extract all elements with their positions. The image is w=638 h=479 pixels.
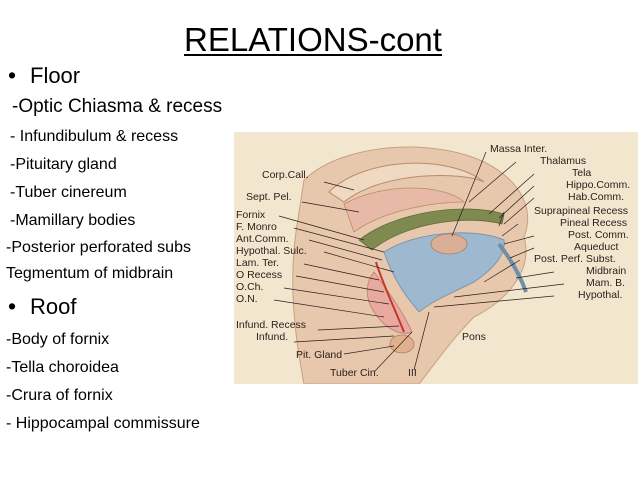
label-mam-b: Mam. B. xyxy=(586,277,625,289)
label-pons: Pons xyxy=(462,331,486,343)
roof-item-tella-choroidea: -Tella choroidea xyxy=(6,359,119,376)
label-iii: III xyxy=(408,367,417,379)
bullet-icon: • xyxy=(8,62,17,88)
label-fornix: Fornix xyxy=(236,209,266,221)
label-suprapineal-recess: Suprapineal Recess xyxy=(534,205,628,217)
label-post-perf-subst: Post. Perf. Subst. xyxy=(534,253,616,265)
label-post-comm: Post. Comm. xyxy=(568,229,629,241)
third-ventricle-shape xyxy=(383,232,505,313)
roof-item-hippocampal-commissure: - Hippocampal commissure xyxy=(6,415,200,432)
label-tela: Tela xyxy=(572,167,591,179)
diagram-svg: Corp.Call. Sept. Pel. Fornix F. Monro An… xyxy=(236,143,630,384)
label-infund: Infund. xyxy=(256,331,288,343)
label-hippo-comm: Hippo.Comm. xyxy=(566,179,630,191)
floor-item-mamillary-bodies: -Mamillary bodies xyxy=(10,212,136,229)
fornix-shape xyxy=(358,208,505,251)
floor-heading-label: Floor xyxy=(30,63,81,88)
label-massa-inter: Massa Inter. xyxy=(490,143,547,155)
corpus-callosum-shape xyxy=(328,162,485,203)
label-pineal-recess: Pineal Recess xyxy=(560,217,627,229)
label-sept-pel: Sept. Pel. xyxy=(246,191,292,203)
leader-lines-right xyxy=(433,151,565,308)
label-o-n: O.N. xyxy=(236,293,258,305)
label-o-recess: O Recess xyxy=(236,269,282,281)
roof-item-crura-of-fornix: -Crura of fornix xyxy=(6,387,113,404)
label-hypothal: Hypothal. xyxy=(578,289,622,301)
label-o-ch: O.Ch. xyxy=(236,281,263,293)
septum-shape xyxy=(343,187,466,233)
label-hab-comm: Hab.Comm. xyxy=(568,191,624,203)
label-midbrain: Midbrain xyxy=(586,265,626,277)
roof-heading: • Roof xyxy=(8,292,76,321)
label-aqueduct: Aqueduct xyxy=(574,241,618,253)
hypothalamus-shape xyxy=(366,271,413,334)
label-pit-gland: Pit. Gland xyxy=(296,349,342,361)
slide-title: RELATIONS-cont xyxy=(184,21,442,58)
label-f-monro: F. Monro xyxy=(236,221,277,233)
floor-item-optic-chiasma: -Optic Chiasma & recess xyxy=(12,96,223,117)
label-tuber-cin: Tuber Cin. xyxy=(330,367,379,379)
label-thalamus: Thalamus xyxy=(540,155,586,167)
floor-heading: • Floor xyxy=(8,61,80,90)
floor-item-tuber-cinereum: -Tuber cinereum xyxy=(10,184,127,201)
label-corp-call: Corp.Call. xyxy=(262,169,309,181)
third-ventricle-diagram: Corp.Call. Sept. Pel. Fornix F. Monro An… xyxy=(234,132,638,384)
label-infund-recess: Infund. Recess xyxy=(236,319,306,331)
leader-lines-left xyxy=(273,181,430,373)
bullet-icon: • xyxy=(8,293,17,319)
label-lam-ter: Lam. Ter. xyxy=(236,257,279,269)
floor-item-tegmentum: Tegmentum of midbrain xyxy=(6,265,174,282)
label-hypothal-sulc: Hypothal. Sulc. xyxy=(236,245,307,257)
aqueduct-shape xyxy=(497,242,528,293)
label-ant-comm: Ant.Comm. xyxy=(236,233,289,245)
roof-item-body-of-fornix: -Body of fornix xyxy=(6,331,110,348)
floor-item-posterior-perforated: -Posterior perforated subs xyxy=(6,239,191,256)
roof-heading-label: Roof xyxy=(30,294,77,319)
massa-intermedia-shape xyxy=(430,233,468,255)
floor-item-pituitary-gland: -Pituitary gland xyxy=(10,156,117,173)
pituitary-shape xyxy=(389,334,415,354)
floor-item-infundibulum: - Infundibulum & recess xyxy=(10,128,179,145)
